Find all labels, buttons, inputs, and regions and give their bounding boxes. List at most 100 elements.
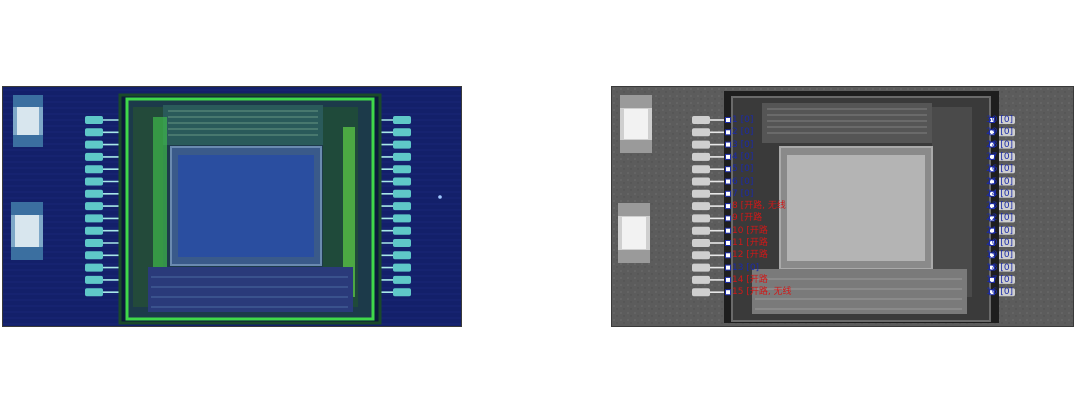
lead-pad [85, 116, 103, 124]
pin-marker [725, 264, 731, 271]
lead-pad [393, 263, 411, 272]
pin-label: 28 [0] [986, 139, 1014, 150]
pin-marker [989, 166, 995, 173]
lead-pad [997, 177, 1015, 186]
pin-marker [725, 252, 731, 259]
pin-label: 21 [0] [986, 225, 1014, 236]
lead-pad [692, 202, 710, 211]
pin-marker [725, 166, 731, 173]
pin-marker [989, 117, 995, 123]
chip-xray-color-image [2, 86, 462, 327]
pin-marker [989, 141, 995, 148]
pin-label: 15 [开路, 无线 [732, 287, 792, 298]
lead-pad [393, 140, 411, 149]
lead-pad [692, 226, 710, 235]
lead-pad [692, 239, 710, 247]
pin-marker [989, 276, 995, 283]
lead-pad [393, 116, 411, 124]
pin-marker [989, 190, 995, 197]
chip-xray-grayscale-image: 1 [0] 2 [0]3 [0]4 [0] 5 [0]6 [0]7 [0] 8 [开路… [611, 86, 1074, 327]
pin-label: 10 [开路 [732, 225, 768, 236]
lead-pad [85, 140, 103, 149]
lead-pins-left [692, 116, 726, 297]
lead-pins-left [85, 116, 121, 297]
lead-pad [692, 116, 710, 124]
pin-label: 3 [0] [732, 139, 754, 150]
pin-label: 6 [0] [732, 176, 754, 187]
pin-label: 27 [0] [986, 151, 1014, 162]
pin-label: 7 [0] [732, 188, 754, 199]
pin-marker [725, 215, 731, 222]
lead-pad [692, 189, 710, 198]
lead-pad [85, 214, 103, 223]
pin-marker [989, 203, 995, 210]
pin-label: 12 [开路 [732, 250, 768, 261]
pin-label: 23 [0] [986, 201, 1014, 212]
pin-marker [725, 117, 731, 123]
pin-label: 17 [0] [986, 274, 1014, 285]
pin-marker [989, 240, 995, 246]
pin-label: 4 [0] [732, 151, 754, 162]
lead-pad [997, 128, 1015, 137]
pin-label: 16 [0] [986, 287, 1014, 298]
pin-markers [725, 117, 995, 296]
pin-marker [725, 227, 731, 234]
chip-package [724, 91, 999, 323]
smd-component-bottom [11, 202, 43, 260]
pin-marker [989, 129, 995, 136]
lead-pad [85, 202, 103, 211]
lead-pad [393, 275, 411, 284]
lead-pad [85, 263, 103, 272]
pin-marker [989, 178, 995, 185]
lead-pad [692, 263, 710, 272]
smd-component-top [620, 95, 652, 153]
pin-label: 25 [0] [986, 176, 1014, 187]
pin-marker [725, 276, 731, 283]
lead-pad [393, 288, 411, 297]
lead-pad [393, 152, 411, 161]
pin-marker [989, 215, 995, 222]
chip-xray-color-graphic [3, 87, 461, 326]
pin-marker [989, 153, 995, 160]
pin-marker [725, 240, 731, 246]
lead-pad [85, 189, 103, 198]
pin-label: 11 [开路 [732, 238, 768, 248]
lead-pad [393, 251, 411, 260]
smd-component-top [13, 95, 43, 147]
lead-pad [85, 165, 103, 174]
lead-pad [85, 288, 103, 297]
lead-pad [997, 263, 1015, 272]
pin-label: 26 [0] [986, 164, 1014, 175]
pin-marker [725, 153, 731, 160]
pin-marker [989, 227, 995, 234]
lead-pad [997, 165, 1015, 174]
lead-pad [997, 251, 1015, 260]
pin-label: 20 [0] [986, 238, 1014, 248]
pin-label: 1 [0] [732, 115, 754, 125]
lead-pad [997, 152, 1015, 161]
lead-pad [393, 189, 411, 198]
lead-pad [85, 128, 103, 137]
lead-pad [85, 239, 103, 247]
lead-pad [997, 140, 1015, 149]
speck [438, 195, 442, 199]
lead-pad [393, 239, 411, 247]
lead-pad [393, 226, 411, 235]
lead-pad [692, 214, 710, 223]
chip-xray-grayscale-graphic [612, 87, 1073, 326]
pin-marker [725, 289, 731, 296]
pin-label: 2 [0] [732, 127, 754, 138]
lead-pad [85, 226, 103, 235]
pin-label: 5 [0] [732, 164, 754, 175]
lead-pad [85, 152, 103, 161]
lead-pad [997, 239, 1015, 247]
pin-label: 8 [开路, 无线 [732, 201, 786, 212]
lead-pad [997, 214, 1015, 223]
pin-marker [989, 289, 995, 296]
pin-marker [725, 141, 731, 148]
pin-marker [989, 252, 995, 259]
lead-pad [997, 226, 1015, 235]
lead-pad [692, 165, 710, 174]
chip-package [118, 93, 382, 325]
lead-pad [997, 288, 1015, 297]
